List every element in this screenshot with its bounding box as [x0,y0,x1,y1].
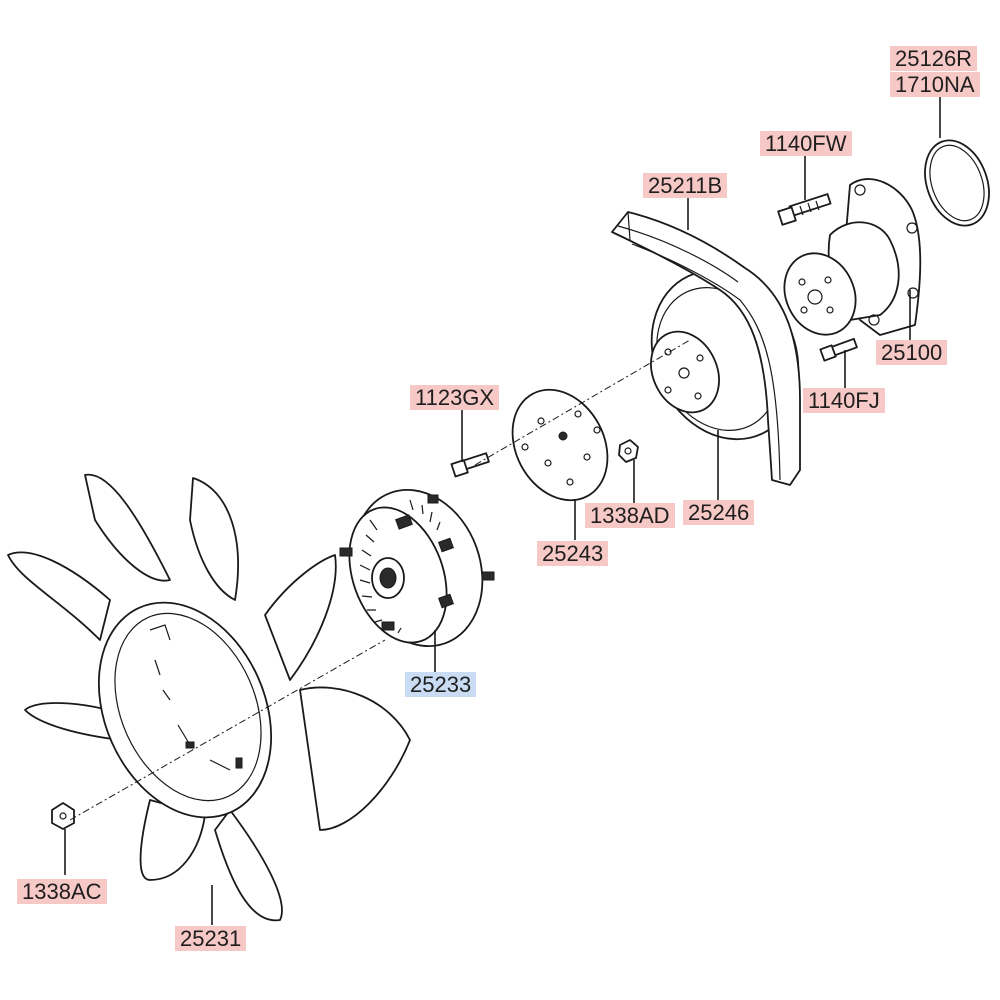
fan-clutch [339,488,495,648]
bolt-1140FW [777,193,832,226]
fan-blades [7,473,411,922]
callout-25246: 25246 [683,500,755,525]
leader-lines [64,97,941,925]
callout-25211B: 25211B [643,173,728,198]
callout-1123GX: 1123GX [410,385,500,410]
fan-shroud-ring [97,601,273,819]
callout-25233[interactable]: 25233 [405,672,477,697]
callout-25243: 25243 [537,541,609,566]
callout-1338AC: 1338AC [17,879,107,904]
bolt-1123GX [450,452,490,478]
assembly-axis [69,339,691,821]
callout-1338AD: 1338AD [585,503,675,528]
drive-belt [611,211,801,486]
callout-1140FW: 1140FW [760,131,852,156]
cooling-fan [7,473,411,922]
callout-1140FJ: 1140FJ [803,388,885,413]
bolt-1140FJ [819,337,858,362]
callout-25100: 25100 [876,340,948,365]
nut-1338AC [51,802,75,830]
fan-spacer-plate [511,388,609,502]
callout-1710NA: 1710NA [890,72,980,97]
callout-25231: 25231 [175,926,247,951]
pump-gasket [924,139,990,227]
callout-25126R: 25126R [890,46,978,71]
nut-1338AD [618,439,639,463]
water-pump-body [783,178,922,336]
